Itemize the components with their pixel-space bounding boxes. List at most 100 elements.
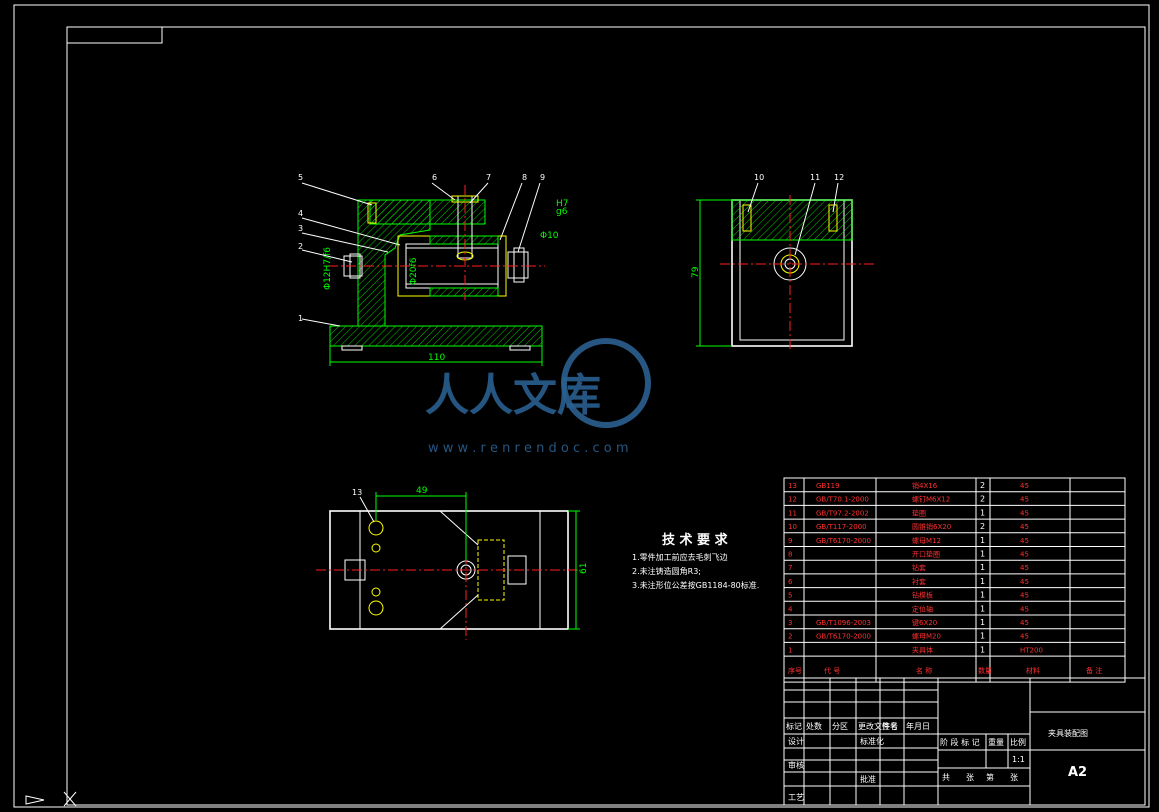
parts-header-no: 序号: [788, 666, 802, 675]
parts-cell: 5: [788, 592, 792, 600]
parts-cell: 11: [788, 509, 797, 517]
parts-cell: 1: [980, 645, 985, 654]
parts-cell: GB/T6170-2000: [816, 633, 871, 641]
parts-cell: 45: [1020, 605, 1029, 613]
parts-cell: 45: [1020, 564, 1029, 572]
tb-role: 工艺: [788, 793, 804, 802]
dim-dia-12: Φ12H7/f6: [323, 247, 333, 290]
dim-79: 79: [691, 266, 701, 278]
parts-cell: 3: [788, 619, 792, 627]
parts-cell: 衬套: [912, 577, 926, 586]
tb-std: 批准: [860, 774, 876, 784]
parts-cell: 4: [788, 605, 793, 613]
parts-cell: 2: [980, 522, 985, 531]
parts-cell: 13: [788, 482, 797, 490]
front-view: 110 Φ12H7/f6 Φ20f6 Φ10 H7 g6 5 4 3 2 1 6…: [298, 173, 569, 366]
drawing-name: 夹具装配图: [1048, 728, 1088, 738]
tech-req-line-3: 3.未注形位公差按GB1184-80标准.: [632, 580, 759, 590]
parts-cell: 螺母M12: [912, 536, 941, 545]
parts-cell: 1: [980, 508, 985, 517]
parts-cell: 2: [980, 495, 985, 504]
parts-cell: 1: [980, 632, 985, 641]
parts-header-mat: 材料: [1026, 666, 1040, 675]
tb-label: 标记: [786, 721, 802, 731]
parts-cell: GB119: [816, 482, 840, 490]
parts-cell: 螺钉M6X12: [912, 495, 950, 504]
parts-cell: 1: [980, 618, 985, 627]
parts-cell: 夹具体: [912, 645, 933, 654]
parts-header-qty: 数量: [978, 666, 992, 675]
tb-role: 设计: [788, 736, 804, 746]
outer-frame: [13, 4, 1150, 808]
weight-label: 重量: [988, 737, 1004, 747]
parts-header-name: 名 称: [916, 666, 932, 675]
stage-label: 阶 段 标 记: [940, 737, 980, 747]
inner-frame: [66, 26, 1146, 806]
fit-g6: g6: [556, 207, 568, 217]
parts-cell: 1: [980, 577, 985, 586]
parts-cell: 1: [980, 604, 985, 613]
balloon-10: 10: [754, 173, 764, 182]
parts-cell: 10: [788, 523, 797, 531]
dim-dia-10: Φ10: [540, 231, 559, 241]
parts-cell: 开口垫圈: [912, 550, 940, 559]
tb-std: 标准化: [860, 736, 884, 746]
scale-label: 比例: [1010, 737, 1026, 747]
dim-61: 61: [579, 563, 589, 574]
parts-header-note: 备 注: [1086, 666, 1102, 675]
parts-cell: 8: [788, 551, 792, 559]
parts-cell: 圆锥销6X20: [912, 522, 951, 531]
tb-label: 更改文件号: [858, 721, 898, 731]
sheet-zhang-1: 张: [966, 773, 974, 782]
parts-cell: 1: [980, 550, 985, 559]
side-view: 79 10 11 12: [691, 173, 875, 352]
balloon-4: 4: [298, 209, 303, 218]
scale-value: 1:1: [1012, 755, 1025, 764]
balloon-5: 5: [298, 173, 303, 182]
parts-cell: 1: [788, 646, 792, 654]
balloon-12: 12: [834, 173, 844, 182]
parts-cell: 定位轴: [912, 604, 933, 613]
title-block: 标记处数分区更改文件号签名年月日设计审核工艺标准化批准 夹具装配图 A2 1:1…: [783, 677, 1146, 806]
parts-cell: GB/T70.1-2000: [816, 496, 869, 504]
sheet-size: A2: [1068, 765, 1087, 780]
parts-cell: 2: [788, 633, 792, 641]
parts-cell: GB/T97.2-2002: [816, 509, 869, 517]
watermark: 人人文库 w w w . r e n r e n d o c . c o m: [425, 338, 651, 456]
watermark-url: w w w . r e n r e n d o c . c o m: [428, 441, 629, 456]
parts-cell: 45: [1020, 523, 1029, 531]
parts-cell: GB/T6170-2000: [816, 537, 871, 545]
parts-cell: 45: [1020, 496, 1029, 504]
balloon-2: 2: [298, 242, 303, 251]
parts-cell: 45: [1020, 482, 1029, 490]
dim-49: 49: [416, 486, 428, 496]
tb-label: 签名: [882, 721, 898, 731]
parts-cell: 螺母M20: [912, 632, 941, 641]
parts-cell: 1: [980, 536, 985, 545]
parts-cell: 钻套: [912, 563, 926, 572]
parts-cell: 9: [788, 537, 792, 545]
parts-cell: GB/T1096-2003: [816, 619, 871, 627]
parts-cell: 2: [980, 481, 985, 490]
parts-cell: 45: [1020, 537, 1029, 545]
parts-cell: GB/T117-2000: [816, 523, 867, 531]
parts-header-std: 代 号: [824, 666, 840, 675]
tech-req-line-2: 2.未注铸造圆角R3;: [632, 566, 701, 576]
balloon-13: 13: [352, 488, 362, 497]
parts-cell: 7: [788, 564, 792, 572]
tb-role: 审核: [788, 760, 804, 770]
parts-cell: 45: [1020, 578, 1029, 586]
fit-h7: H7: [556, 199, 569, 209]
tb-label: 分区: [832, 722, 848, 731]
parts-cell: 键6X20: [912, 618, 937, 627]
tech-req-title: 技 术 要 求: [662, 532, 729, 548]
corner-tag-box: [66, 26, 163, 44]
parts-cell: 1: [980, 563, 985, 572]
parts-cell: 12: [788, 496, 797, 504]
dim-dia-20: Φ20f6: [409, 257, 419, 285]
parts-cell: 垫圈: [912, 508, 926, 517]
balloon-8: 8: [522, 173, 527, 182]
